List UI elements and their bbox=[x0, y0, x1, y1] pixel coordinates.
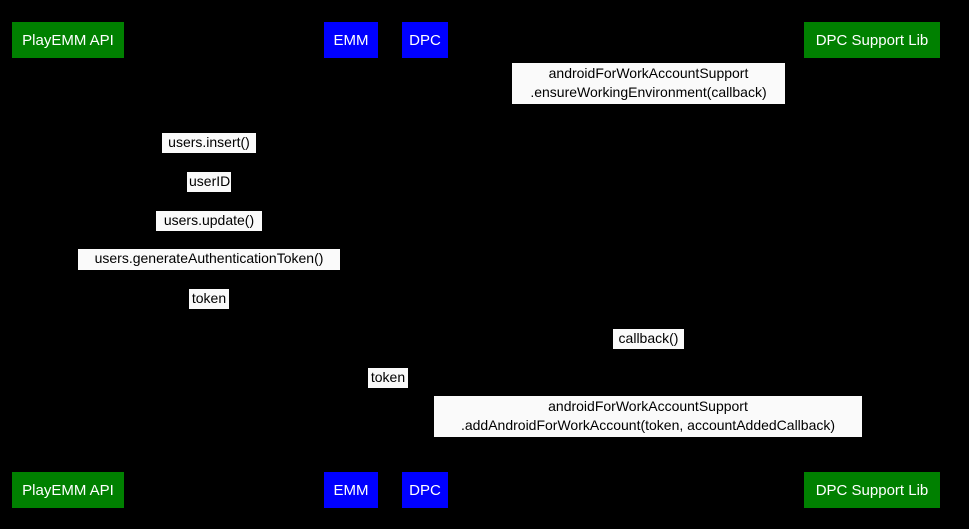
lifeline-playemm-api bbox=[68, 58, 69, 472]
participant-top-emm: EMM bbox=[324, 22, 378, 58]
message-label-add-android-for-work-account: androidForWorkAccountSupport .addAndroid… bbox=[434, 396, 862, 437]
lifeline-emm bbox=[351, 58, 352, 472]
message-label-users-update: users.update() bbox=[156, 211, 262, 231]
lifeline-dpc bbox=[425, 58, 426, 472]
message-label-callback: callback() bbox=[613, 329, 684, 349]
lifeline-dpc-support-lib bbox=[872, 58, 873, 472]
participant-top-dpc: DPC bbox=[402, 22, 448, 58]
participant-bottom-dpc: DPC bbox=[402, 472, 448, 508]
message-label-users-insert: users.insert() bbox=[162, 133, 256, 153]
message-label-generate-authentication-token: users.generateAuthenticationToken() bbox=[78, 249, 340, 270]
participant-top-dpc-support-lib: DPC Support Lib bbox=[804, 22, 940, 58]
message-label-token-upper: token bbox=[189, 289, 229, 309]
participant-bottom-emm: EMM bbox=[324, 472, 378, 508]
message-label-user-id: userID bbox=[187, 172, 231, 192]
message-label-ensure-working-environment: androidForWorkAccountSupport .ensureWork… bbox=[512, 63, 785, 104]
participant-bottom-dpc-support-lib: DPC Support Lib bbox=[804, 472, 940, 508]
participant-top-playemm-api: PlayEMM API bbox=[12, 22, 124, 58]
message-label-token-lower: token bbox=[368, 368, 408, 388]
participant-bottom-playemm-api: PlayEMM API bbox=[12, 472, 124, 508]
